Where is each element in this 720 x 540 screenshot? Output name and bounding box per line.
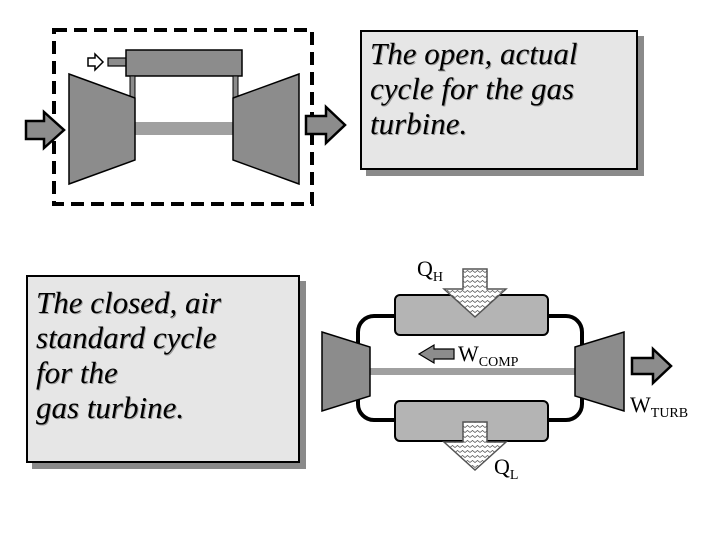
heat-in-arrow-icon [442, 268, 508, 319]
closed-cycle-shaft [370, 368, 575, 375]
compressor-work-label: WCOMP [458, 341, 519, 370]
combustion-chamber [125, 49, 243, 77]
turbine [232, 72, 300, 186]
heat-in-label: QH [417, 256, 443, 285]
air-inlet-arrow-icon [24, 109, 66, 151]
caption-line: gas turbine. [36, 390, 185, 426]
caption-line: The closed, air [36, 285, 222, 320]
combustor-to-turbine-pipe [232, 75, 239, 99]
fuel-inlet-arrow-icon [87, 52, 105, 72]
caption-line: for the [36, 355, 118, 391]
caption-line: turbine. [370, 106, 468, 142]
compressor-work-arrow-icon [417, 343, 455, 365]
turbine-work-arrow-icon [630, 346, 673, 386]
open-cycle-caption: The open, actual cycle for the gas turbi… [360, 30, 638, 170]
heat-out-arrow-icon [442, 421, 508, 472]
compressor-to-combustor-pipe [129, 75, 136, 99]
heat-out-label: QL [494, 454, 518, 483]
closed-cycle-diagram: QH WCOMP WTURB QL [321, 256, 688, 483]
caption-line: standard cycle [36, 320, 217, 356]
caption-line: The open, actual [370, 36, 578, 71]
turbine-shaft [135, 122, 235, 135]
compressor [68, 72, 136, 186]
caption-line: cycle for the gas [370, 71, 575, 107]
closed-turbine [574, 330, 625, 413]
turbine-work-label: WTURB [630, 392, 688, 421]
open-cycle-diagram [24, 28, 347, 206]
fuel-line [107, 57, 129, 67]
closed-cycle-caption: The closed, air standard cycle for the g… [26, 275, 300, 463]
exhaust-outlet-arrow-icon [304, 104, 347, 146]
closed-compressor [321, 330, 371, 413]
